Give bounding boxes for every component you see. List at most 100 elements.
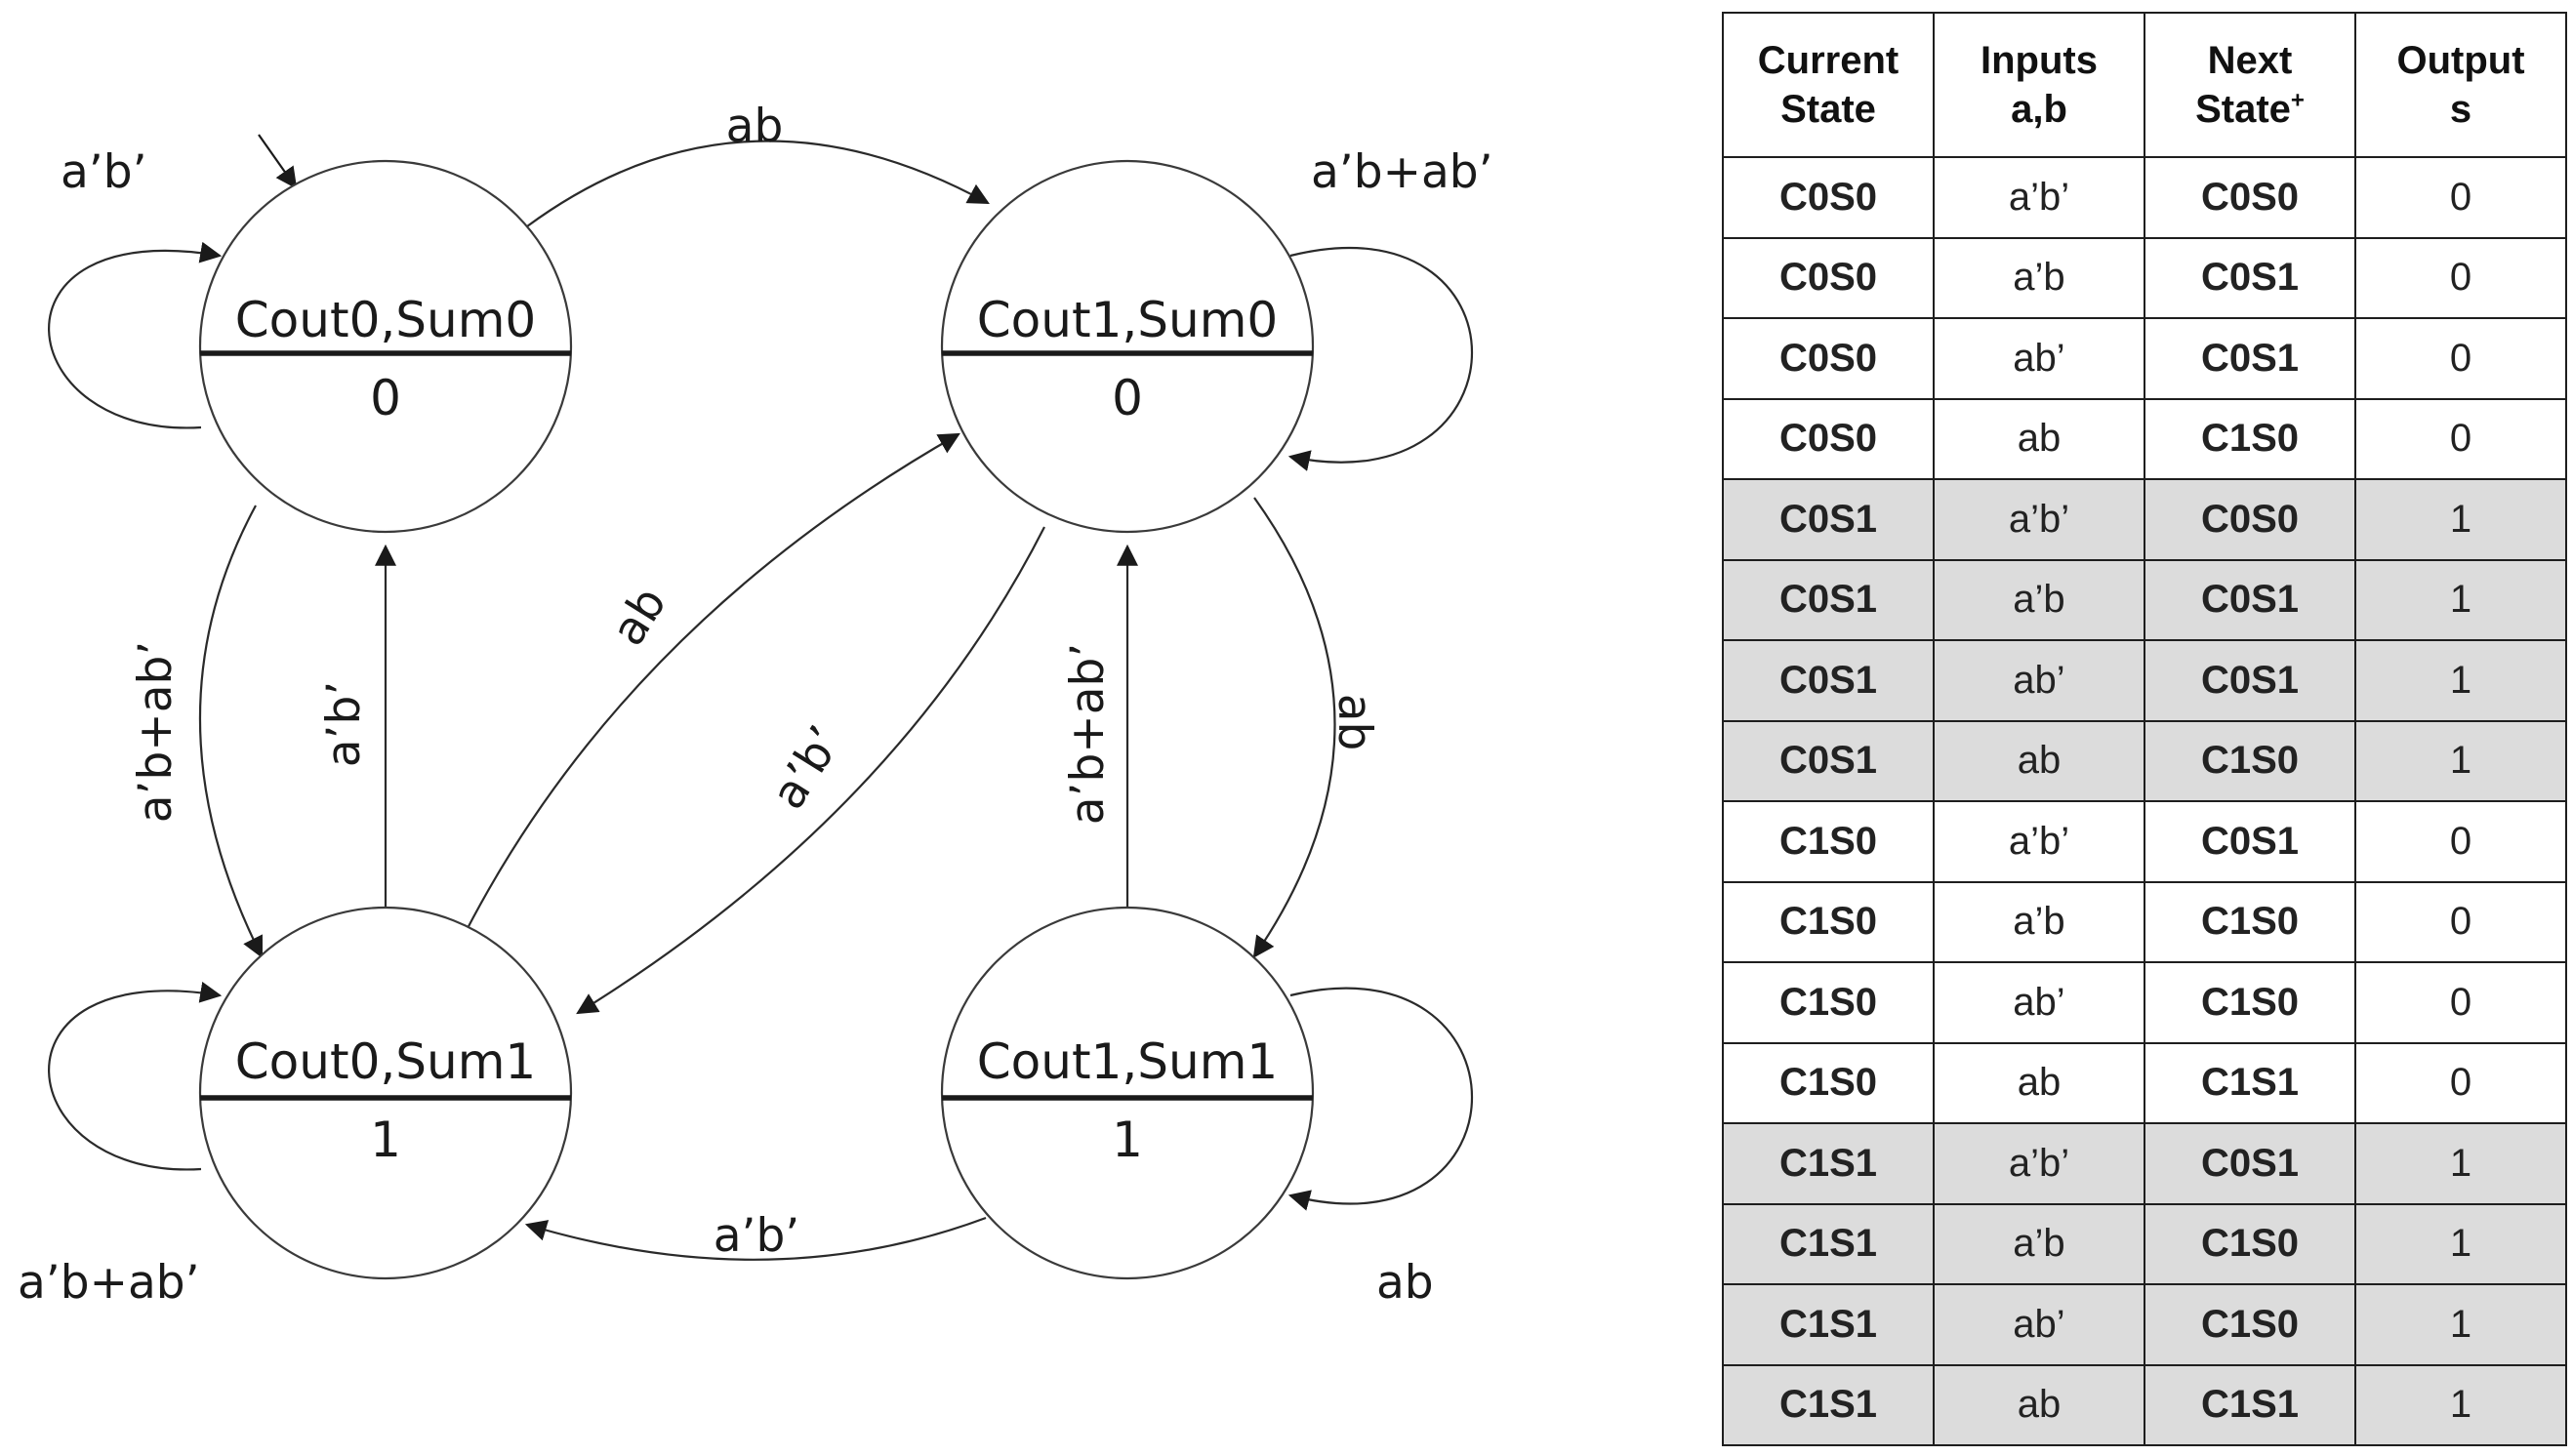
- table-header-row: Current State Inputs a,b Next State+ Out…: [1722, 12, 2567, 158]
- cell-next-state: C1S0: [2144, 397, 2356, 480]
- cell-inputs: a’b’: [1933, 156, 2145, 239]
- label-s11-to-s01: a’b’: [714, 1209, 800, 1263]
- cell-next-state: C1S0: [2144, 1283, 2356, 1366]
- label-s00-to-s01: a’b+ab’: [129, 641, 183, 824]
- cell-next-state: C1S0: [2144, 719, 2356, 802]
- cell-inputs: a’b: [1933, 1202, 2145, 1285]
- cell-output: 0: [2354, 800, 2567, 883]
- state-transition-table: Current State Inputs a,b Next State+ Out…: [1722, 12, 2567, 1446]
- label-s00-to-s10: ab: [726, 100, 784, 153]
- cell-inputs: ab: [1933, 719, 2145, 802]
- label-s11-to-s10: a’b+ab’: [1061, 643, 1115, 826]
- label-s01-self: a’b+ab’: [18, 1256, 200, 1310]
- state-s01: Cout0,Sum1 1: [198, 906, 573, 1280]
- cell-inputs: ab’: [1933, 639, 2145, 722]
- cell-inputs: a’b’: [1933, 478, 2145, 561]
- state-diagram: Cout0,Sum0 0 Cout1,Sum0 0 Cout0,Sum1 1 C…: [18, 100, 1493, 1310]
- cell-output: 0: [2354, 317, 2567, 400]
- cell-output: 1: [2354, 719, 2567, 802]
- cell-next-state: C1S1: [2144, 1041, 2356, 1124]
- cell-next-state: C0S1: [2144, 1122, 2356, 1205]
- edge-s00-self: [48, 241, 223, 429]
- edge-s01-self: [48, 981, 223, 1171]
- cell-inputs: ab’: [1933, 961, 2145, 1044]
- cell-inputs: ab’: [1933, 317, 2145, 400]
- cell-next-state: C1S0: [2144, 1202, 2356, 1285]
- cell-inputs: a’b’: [1933, 1122, 2145, 1205]
- label-s00-self: a’b’: [61, 145, 147, 199]
- edge-s10-self: [1287, 247, 1473, 471]
- cell-next-state: C0S1: [2144, 317, 2356, 400]
- cell-inputs: a’b: [1933, 558, 2145, 641]
- cell-output: 1: [2354, 478, 2567, 561]
- edge-s10-to-s11: [1252, 497, 1336, 958]
- cell-current-state: C0S0: [1722, 397, 1935, 480]
- cell-inputs: a’b: [1933, 236, 2145, 319]
- cell-output: 1: [2354, 639, 2567, 722]
- cell-current-state: C0S1: [1722, 558, 1935, 641]
- cell-next-state: C0S1: [2144, 236, 2356, 319]
- cell-output: 0: [2354, 397, 2567, 480]
- cell-current-state: C1S1: [1722, 1363, 1935, 1446]
- cell-current-state: C1S0: [1722, 800, 1935, 883]
- cell-inputs: ab: [1933, 1363, 2145, 1446]
- cell-current-state: C0S0: [1722, 156, 1935, 239]
- label-s01-to-s00: a’b’: [317, 681, 371, 768]
- cell-output: 1: [2354, 1122, 2567, 1205]
- edge-s01-to-s10: [465, 432, 960, 933]
- cell-current-state: C0S1: [1722, 478, 1935, 561]
- state-output: 0: [1112, 370, 1143, 426]
- label-s10-self: a’b+ab’: [1311, 145, 1493, 199]
- edge-s00-to-s10: [526, 140, 990, 227]
- state-output: 1: [370, 1112, 401, 1168]
- state-table-container: Current State Inputs a,b Next State+ Out…: [1722, 12, 2567, 1446]
- header-current-state: Current State: [1722, 12, 1935, 158]
- cell-current-state: C1S0: [1722, 1041, 1935, 1124]
- state-name: Cout0,Sum0: [235, 292, 536, 348]
- cell-output: 1: [2354, 1202, 2567, 1285]
- state-name: Cout0,Sum1: [235, 1033, 536, 1090]
- state-output: 0: [370, 370, 401, 426]
- cell-next-state: C0S1: [2144, 558, 2356, 641]
- cell-output: 0: [2354, 961, 2567, 1044]
- start-arrow: [258, 134, 298, 189]
- label-s01-to-s10: ab: [601, 578, 677, 655]
- cell-current-state: C1S1: [1722, 1283, 1935, 1366]
- label-s10-to-s01: a’b’: [761, 717, 853, 819]
- cell-current-state: C0S0: [1722, 317, 1935, 400]
- label-s11-self: ab: [1376, 1256, 1434, 1310]
- cell-current-state: C0S1: [1722, 719, 1935, 802]
- state-s10: Cout1,Sum0 0: [940, 159, 1315, 534]
- header-inputs: Inputs a,b: [1933, 12, 2145, 158]
- label-s10-to-s11: ab: [1327, 694, 1381, 751]
- cell-current-state: C1S1: [1722, 1202, 1935, 1285]
- cell-next-state: C1S0: [2144, 961, 2356, 1044]
- cell-output: 1: [2354, 1283, 2567, 1366]
- cell-inputs: a’b: [1933, 880, 2145, 963]
- state-s00: Cout0,Sum0 0: [198, 159, 573, 534]
- cell-output: 0: [2354, 1041, 2567, 1124]
- cell-output: 1: [2354, 1363, 2567, 1446]
- cell-output: 0: [2354, 156, 2567, 239]
- cell-next-state: C0S1: [2144, 800, 2356, 883]
- state-s11: Cout1,Sum1 1: [940, 906, 1315, 1280]
- cell-inputs: ab: [1933, 397, 2145, 480]
- cell-next-state: C0S0: [2144, 478, 2356, 561]
- cell-current-state: C1S0: [1722, 961, 1935, 1044]
- state-name: Cout1,Sum1: [977, 1033, 1278, 1090]
- cell-inputs: ab’: [1933, 1283, 2145, 1366]
- edge-s00-to-s01: [198, 505, 263, 958]
